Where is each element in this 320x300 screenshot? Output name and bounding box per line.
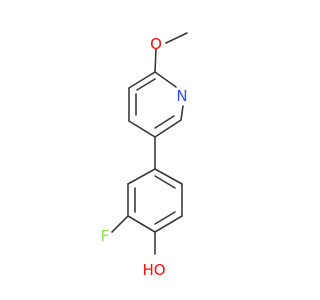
pyridine-nitrogen-label: N: [176, 87, 187, 105]
molecule-structure: O N F HO: [101, 32, 188, 279]
bond-phenyl-c1-c2: [154, 168, 183, 185]
methoxy-oxygen-label: O: [150, 35, 162, 53]
bond-phenyl-fluorine: [111, 215, 129, 233]
bond-pyridine-c3-c4: [128, 120, 156, 138]
bond-pyridine-inner-3: [154, 115, 175, 129]
bond-pyridine-c5-c6: [128, 71, 156, 89]
molecule-canvas: O N F HO: [100, 32, 188, 279]
bond-phenyl-c3-c4: [154, 215, 183, 233]
bond-pyridine-c6-n: [154, 71, 177, 88]
bond-methyl-oxygen: [165, 32, 188, 44]
bond-phenyl-inner-1: [154, 175, 176, 189]
bond-phenyl-c6-c1: [127, 168, 156, 185]
bond-pyridine-c2-c3: [154, 119, 182, 138]
bond-phenyl-c4-c5: [127, 215, 156, 233]
bond-pyridine-inner-1: [136, 78, 156, 91]
hydroxyl-label: HO: [142, 261, 165, 279]
fluorine-label: F: [101, 227, 110, 245]
bond-pyridine-n-c2: [180, 105, 184, 121]
bond-phenyl-inner-2: [154, 211, 176, 225]
bond-oxygen-pyridine: [154, 48, 157, 73]
